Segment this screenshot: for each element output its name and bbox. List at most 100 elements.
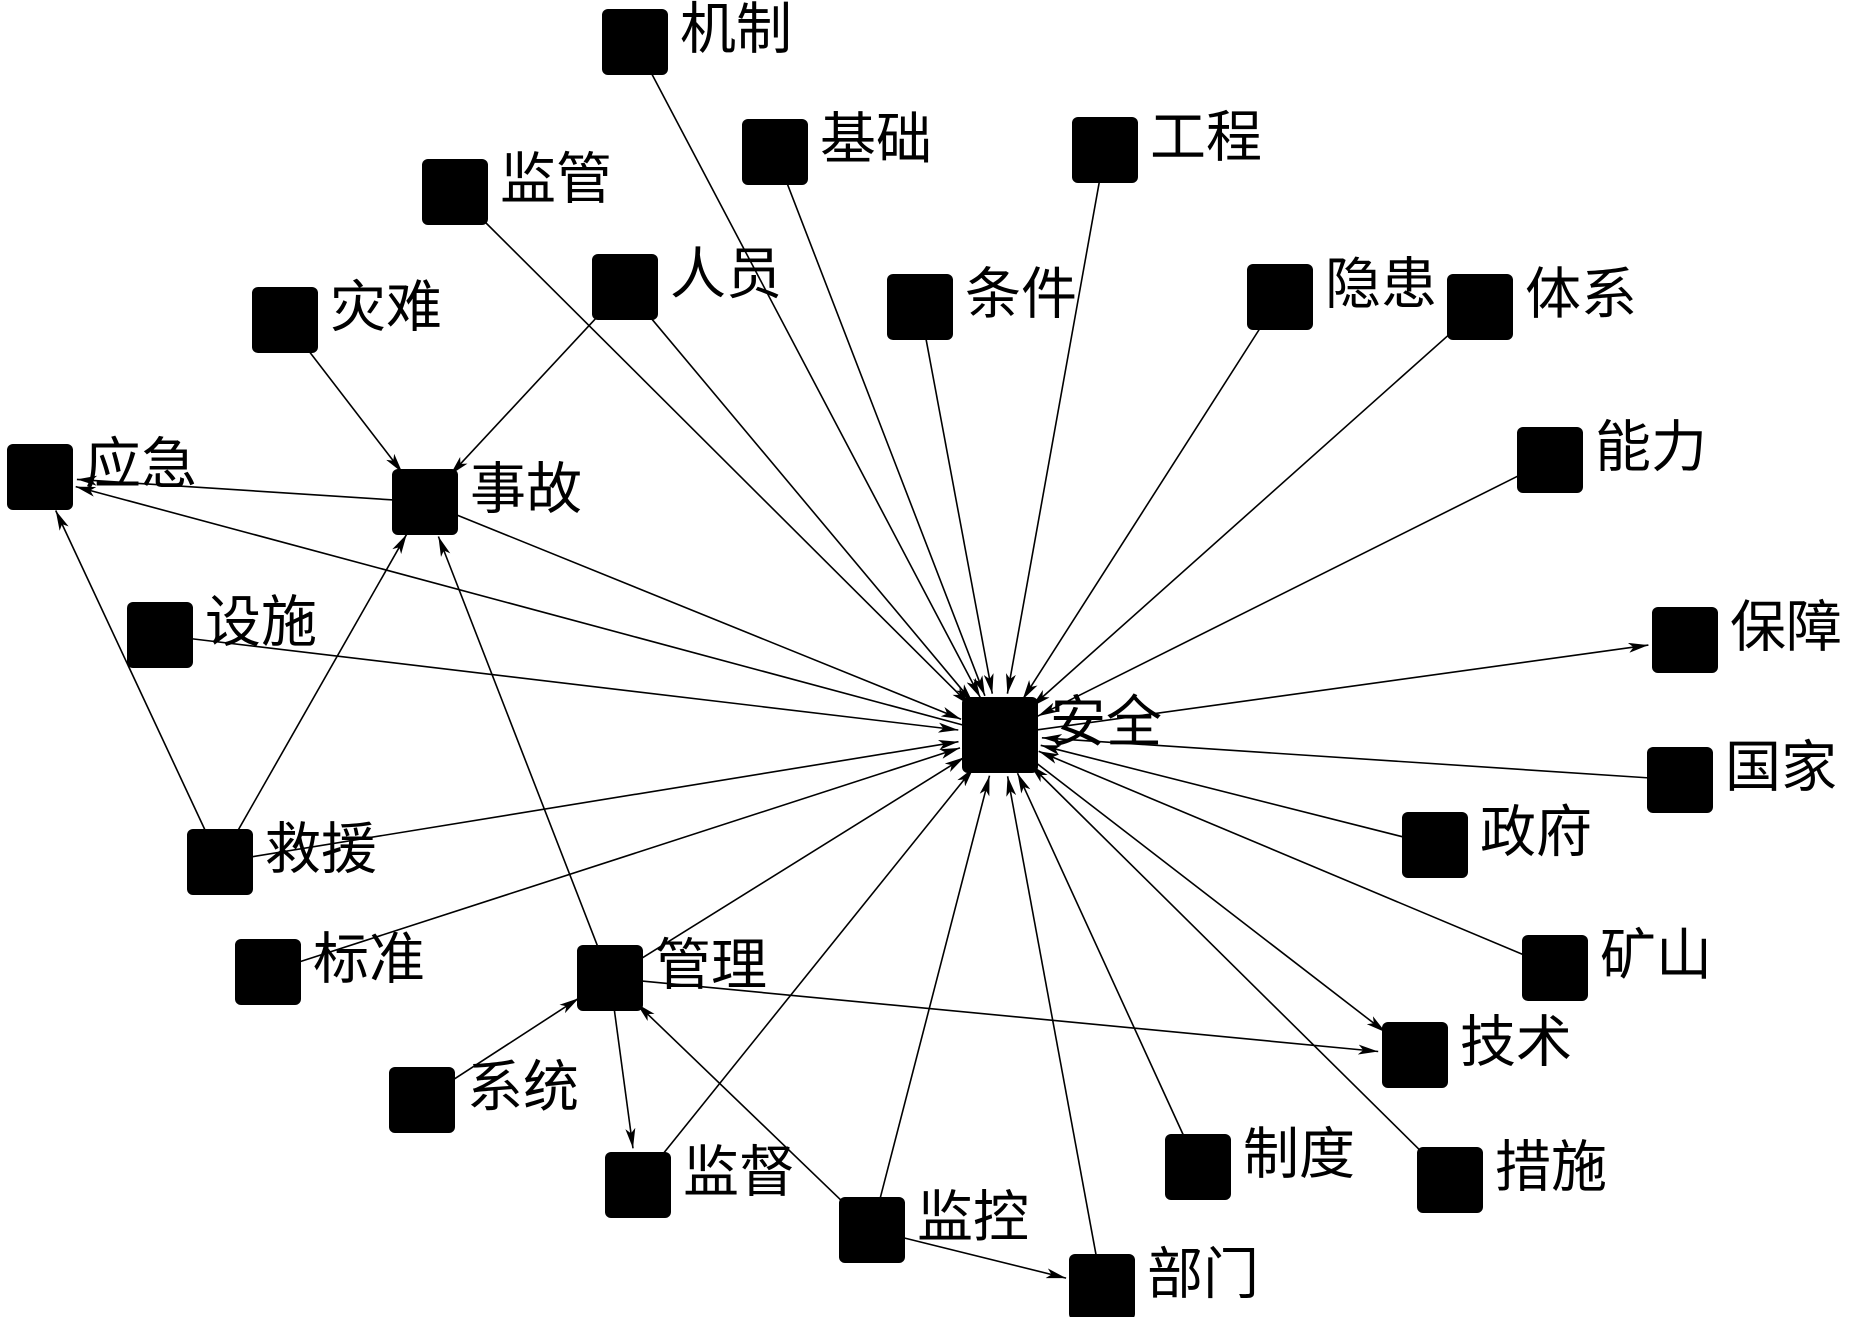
- node-label-zhengfu: 政府: [1480, 801, 1592, 866]
- node-yinhuan: 隐患: [1247, 253, 1437, 330]
- node-label-tixi: 体系: [1525, 263, 1637, 328]
- node-label-yingji: 应急: [85, 433, 197, 498]
- node-label-renyuan: 人员: [670, 243, 782, 308]
- edge-zhengfu-to-anquan: [1040, 744, 1407, 839]
- node-box-zainan: [252, 287, 318, 353]
- node-label-tiaojian: 条件: [965, 263, 1077, 328]
- node-box-guanli: [577, 945, 643, 1011]
- node-label-gongcheng: 工程: [1150, 106, 1262, 171]
- node-label-bumen: 部门: [1147, 1243, 1259, 1308]
- node-box-shigu: [392, 469, 458, 535]
- node-label-sheshi: 设施: [205, 591, 317, 656]
- node-label-jizhi: 机制: [680, 0, 792, 63]
- node-label-kuangshan: 矿山: [1600, 924, 1712, 989]
- nodes-layer: 安全机制基础工程监管人员灾难条件隐患体系应急事故能力设施保障国家救援政府标准管理…: [7, 0, 1842, 1317]
- node-jichu: 基础: [742, 108, 932, 185]
- node-renyuan: 人员: [592, 243, 782, 320]
- node-box-jichu: [742, 119, 808, 185]
- node-guanli: 管理: [577, 934, 767, 1011]
- edge-renyuan-to-shigu: [449, 308, 606, 476]
- node-label-jichu: 基础: [820, 108, 932, 173]
- node-kuangshan: 矿山: [1522, 924, 1712, 1001]
- node-tixi: 体系: [1447, 263, 1637, 340]
- node-bumen: 部门: [1069, 1243, 1259, 1317]
- edge-yinhuan-to-anquan: [1021, 321, 1265, 701]
- node-xitong: 系统: [389, 1056, 579, 1133]
- edge-tixi-to-anquan: [1030, 326, 1459, 708]
- edge-kuangshan-to-anquan: [1038, 750, 1528, 958]
- node-box-gongcheng: [1072, 117, 1138, 183]
- edge-jiankong-to-guanli: [636, 1003, 852, 1210]
- edge-anquan-to-baozhang: [1033, 642, 1649, 732]
- node-label-shigu: 事故: [470, 458, 582, 523]
- node-box-bumen: [1069, 1254, 1135, 1317]
- node-box-jianguan: [422, 159, 488, 225]
- node-box-xitong: [389, 1067, 455, 1133]
- node-box-nengli: [1517, 427, 1583, 493]
- node-box-anquan: [962, 697, 1038, 773]
- node-baozhang: 保障: [1652, 596, 1842, 673]
- node-zhengfu: 政府: [1402, 801, 1592, 878]
- node-label-jishu: 技术: [1460, 1011, 1572, 1076]
- node-box-jiuyuan: [187, 829, 253, 895]
- edge-jiankong-to-bumen: [900, 1236, 1067, 1279]
- edge-anquan-to-jishu: [1026, 755, 1387, 1034]
- node-guojia: 国家: [1647, 736, 1837, 813]
- node-zainan: 灾难: [252, 276, 442, 353]
- edge-guanli-to-jiandu: [613, 1007, 636, 1149]
- node-jishu: 技术: [1382, 1011, 1572, 1088]
- node-box-jizhi: [602, 9, 668, 75]
- node-gongcheng: 工程: [1072, 106, 1262, 183]
- node-box-yingji: [7, 444, 73, 510]
- node-box-cuoshi: [1417, 1147, 1483, 1213]
- node-label-anquan: 安全: [1050, 691, 1162, 756]
- edge-bumen-to-anquan: [1006, 776, 1098, 1258]
- edge-jizhi-to-anquan: [648, 67, 982, 699]
- node-shigu: 事故: [392, 458, 582, 535]
- node-jiandu: 监督: [605, 1141, 795, 1218]
- node-box-tiaojian: [887, 274, 953, 340]
- edge-biaozhun-to-anquan: [296, 747, 961, 964]
- edge-nengli-to-anquan: [1037, 472, 1524, 717]
- edge-guojia-to-anquan: [1041, 734, 1651, 779]
- node-box-zhengfu: [1402, 812, 1468, 878]
- edge-sheshi-to-anquan: [189, 637, 959, 733]
- node-sheshi: 设施: [127, 591, 317, 668]
- node-yingji: 应急: [7, 433, 197, 510]
- node-box-jishu: [1382, 1022, 1448, 1088]
- edge-zainan-to-shigu: [302, 343, 404, 474]
- node-label-yinhuan: 隐患: [1325, 253, 1437, 318]
- node-box-yinhuan: [1247, 264, 1313, 330]
- node-label-guojia: 国家: [1725, 736, 1837, 801]
- edge-jiankong-to-anquan: [878, 775, 991, 1202]
- edge-jiuyuan-to-anquan: [249, 739, 959, 858]
- node-label-nengli: 能力: [1595, 416, 1707, 481]
- edge-shigu-to-yingji: [76, 475, 396, 501]
- edge-jiandu-to-anquan: [655, 767, 975, 1163]
- edges-layer: [54, 67, 1651, 1279]
- node-label-baozhang: 保障: [1730, 596, 1842, 661]
- node-cuoshi: 措施: [1417, 1136, 1607, 1213]
- node-box-sheshi: [127, 602, 193, 668]
- edge-jiuyuan-to-shigu: [234, 533, 408, 837]
- edge-shigu-to-anquan: [452, 512, 962, 720]
- node-label-zainan: 灾难: [330, 276, 442, 341]
- node-label-jiandu: 监督: [683, 1141, 795, 1206]
- edge-xitong-to-guanli: [446, 997, 580, 1085]
- node-label-biaozhun: 标准: [313, 928, 425, 993]
- node-box-kuangshan: [1522, 935, 1588, 1001]
- edge-tiaojian-to-anquan: [924, 336, 994, 694]
- edge-gongcheng-to-anquan: [1006, 179, 1101, 694]
- node-jizhi: 机制: [602, 0, 792, 75]
- edge-renyuan-to-anquan: [643, 309, 974, 704]
- edge-cuoshi-to-anquan: [1029, 763, 1430, 1160]
- node-label-guanli: 管理: [655, 934, 767, 999]
- node-label-zhidu: 制度: [1243, 1123, 1355, 1188]
- node-biaozhun: 标准: [235, 928, 425, 1005]
- node-box-zhidu: [1165, 1134, 1231, 1200]
- node-box-biaozhun: [235, 939, 301, 1005]
- edge-zhidu-to-anquan: [1016, 772, 1187, 1141]
- node-tiaojian: 条件: [887, 263, 1077, 340]
- node-label-xitong: 系统: [467, 1056, 579, 1121]
